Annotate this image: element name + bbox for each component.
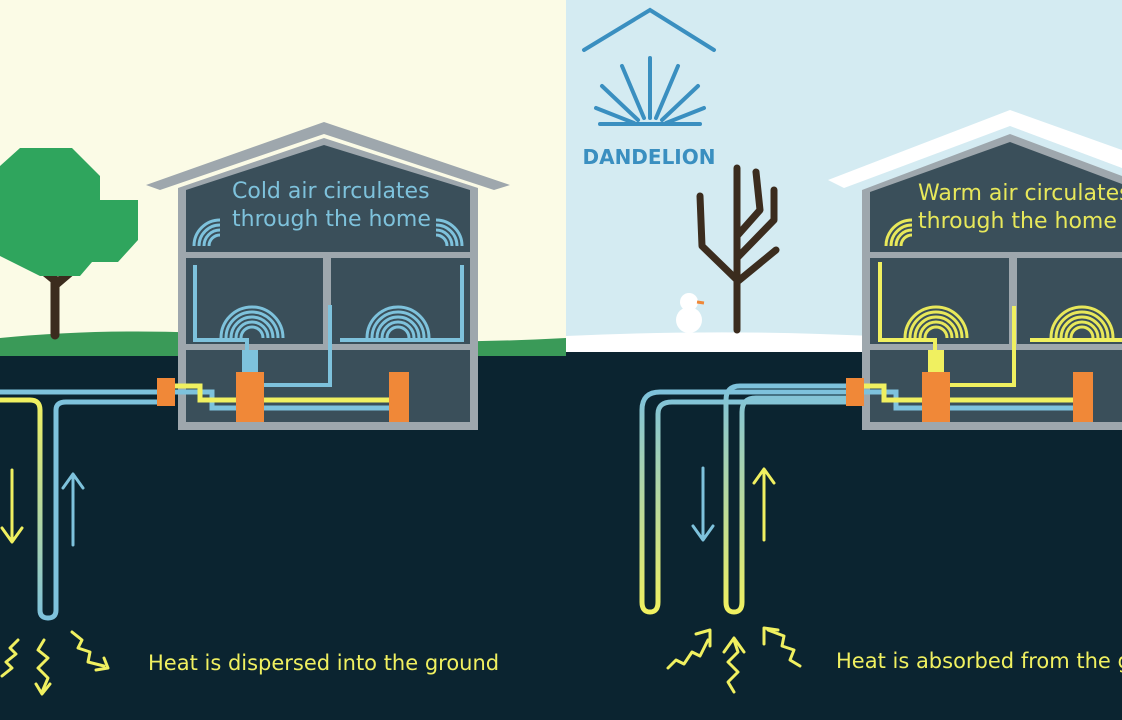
air-wave-arc [197,223,221,247]
air-wave-arc [1069,325,1095,339]
air-wave-arc [202,228,221,247]
air-wave-arc [192,218,221,247]
air-wave-arc [1054,310,1110,339]
heat-in-squiggle-icons [666,626,802,694]
heat-squiggle [766,628,802,668]
up-arrow-icon [752,467,776,542]
heat-squiggle [762,626,780,646]
air-wave-arc [435,223,459,247]
air-wave-arc [908,310,964,339]
air-wave-arc [375,315,421,339]
winter-water-tank [1073,372,1093,422]
winter-ground-label: Heat is absorbed from the ground [836,649,1122,673]
winter-snowy-roof [828,110,1122,188]
air-wave-arc [884,218,913,247]
air-wave-arc [918,320,954,339]
air-wave-arc [894,228,913,247]
cold-air-wave-icons [192,218,464,339]
air-wave-arc [229,315,275,339]
air-wave-arc [219,305,285,339]
heat-out-squiggle-icons [0,630,110,696]
snowman-icon [676,293,705,333]
air-wave-arc [239,325,265,339]
summer-ground-label: Heat is dispersed into the ground [148,651,499,675]
heat-squiggle [694,628,712,648]
up-arrow-icon [61,472,85,547]
brand-name: DANDELION [582,145,715,169]
air-wave-arc [889,223,913,247]
air-wave-arc [913,315,959,339]
air-wave-arc [1064,320,1100,339]
summer-air-label-line1: Cold air circulates [232,179,430,204]
winter-manifold-box [846,378,864,406]
air-wave-arc [903,305,969,339]
summer-air-label-line2: through the home [232,207,431,232]
heat-squiggle [34,682,52,696]
warm-air-wave-icons [884,218,1115,339]
heat-squiggle [36,638,50,694]
air-wave-arc [207,233,221,247]
summer-manifold-box [157,378,175,406]
air-wave-arc [380,320,416,339]
down-arrow-icon [691,466,715,542]
air-wave-arc [435,233,449,247]
tree-icon [0,148,138,340]
bare-tree-icon [696,164,780,334]
winter-air-label-line2: through the home [918,209,1117,234]
heat-squiggle [70,630,106,668]
air-wave-arc [435,228,454,247]
summer-cooling-panel: Cold air circulates through the home Hea… [0,0,566,696]
summer-ground-loop [0,383,393,621]
air-wave-arc [899,233,913,247]
air-wave-arc [923,325,949,339]
air-wave-arc [224,310,280,339]
winter-air-label-line1: Warm air circulates [918,181,1122,206]
air-wave-arc [1059,315,1105,339]
air-wave-arc [370,310,426,339]
air-wave-arc [435,218,464,247]
summer-water-tank [389,372,409,422]
heat-squiggle [94,656,110,672]
down-arrow-icon [0,468,24,544]
dandelion-house-logo-icon [582,7,716,126]
air-wave-arc [365,305,431,339]
air-wave-arc [385,325,411,339]
heat-squiggle [722,636,746,654]
winter-heating-panel: DANDELION [566,0,1122,720]
heat-squiggle [726,638,740,694]
heat-squiggle [0,638,20,678]
heat-squiggle [666,638,710,670]
winter-ground-loop [639,383,1093,615]
summer-roof [146,122,510,190]
air-wave-arc [234,320,270,339]
winter-heat-pump-unit [922,372,950,422]
air-wave-arc [1049,305,1115,339]
summer-heat-pump-unit [236,372,264,422]
